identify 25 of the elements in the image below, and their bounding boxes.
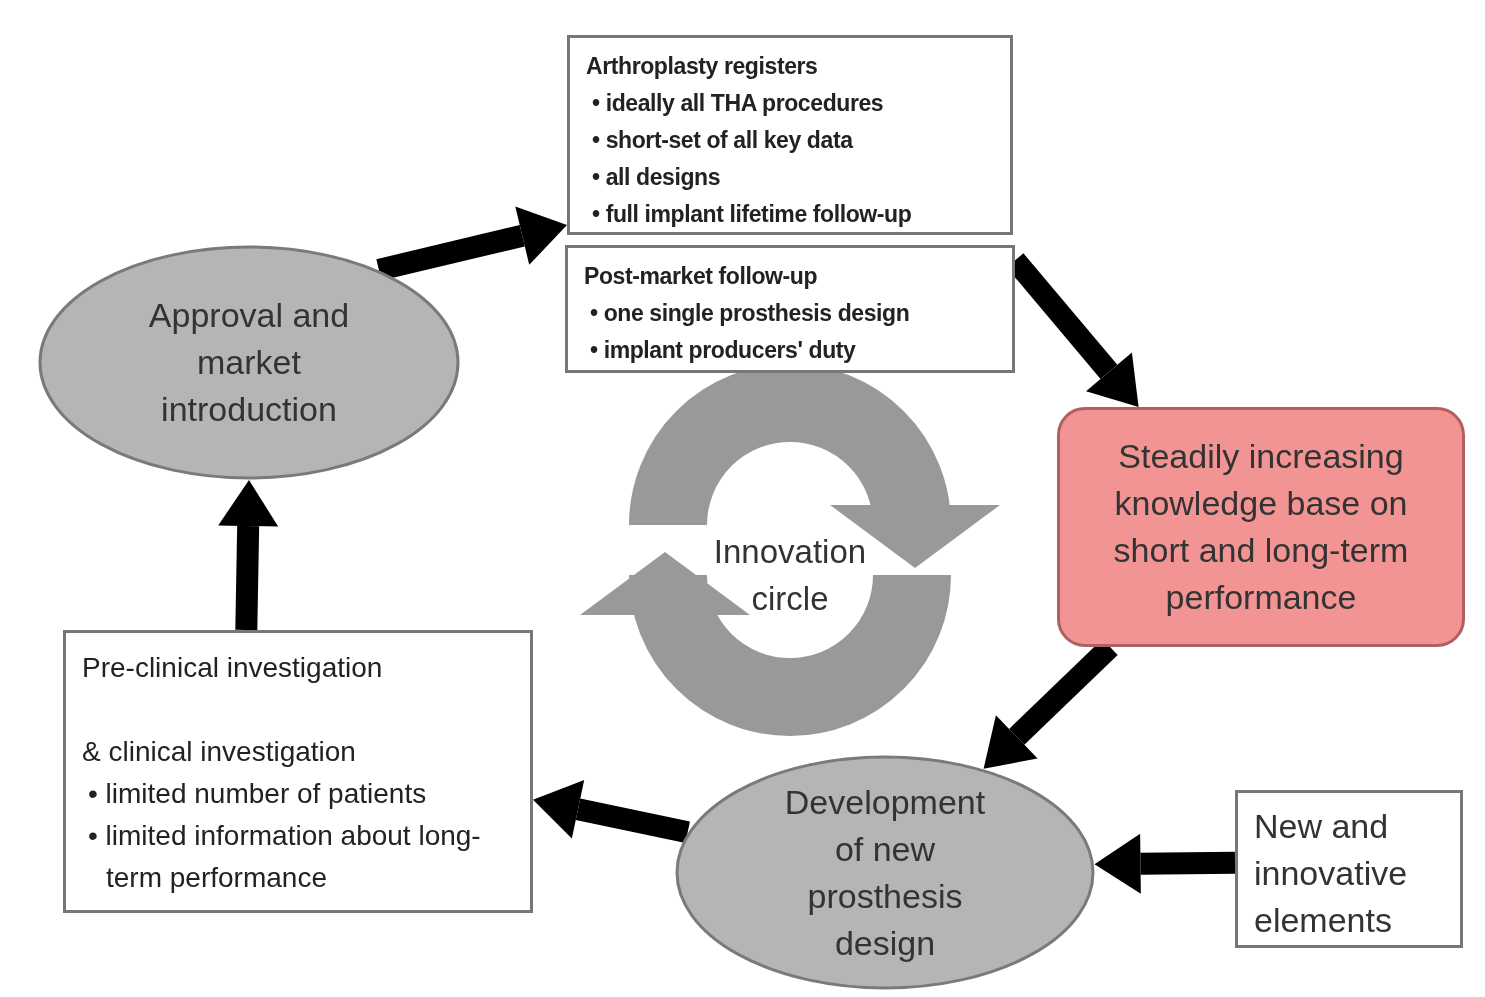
block-arrow [218, 480, 279, 631]
box-heading: & clinical investigation [82, 735, 357, 769]
bullet-item: • ideally all THA procedures [591, 89, 885, 118]
node-label: Approval and market introduction [147, 295, 351, 430]
box-text: Steadily increasing knowledge base on short and long-term performance [1112, 436, 1410, 618]
bullet-item: • limited information about long-term performance [87, 819, 482, 895]
bullet-item: • all designs [591, 163, 722, 192]
block-arrow [1094, 833, 1236, 894]
text-box [567, 35, 1013, 235]
box-heading: Post-market follow-up [584, 262, 819, 291]
bullet-item: • implant producers' duty [589, 336, 857, 365]
rounded-box [1057, 407, 1465, 647]
text-box [63, 630, 533, 913]
bullet-item: • full implant lifetime follow-up [591, 200, 913, 229]
box-text: New and innovative elements [1254, 806, 1409, 941]
node-label: Development of new prosthesis design [783, 781, 987, 964]
bullet-item: • one single prosthesis design [589, 299, 911, 328]
cycle-label: Innovation circle [712, 532, 868, 619]
box-heading: Arthroplasty registers [586, 52, 819, 81]
text-box [1235, 790, 1463, 948]
block-arrow [533, 779, 690, 844]
bullet-item: • short-set of all key data [591, 126, 855, 155]
box-heading: Pre-clinical investigation [82, 651, 384, 685]
text-box [565, 245, 1015, 373]
bullet-item: • limited number of patients [87, 777, 428, 811]
